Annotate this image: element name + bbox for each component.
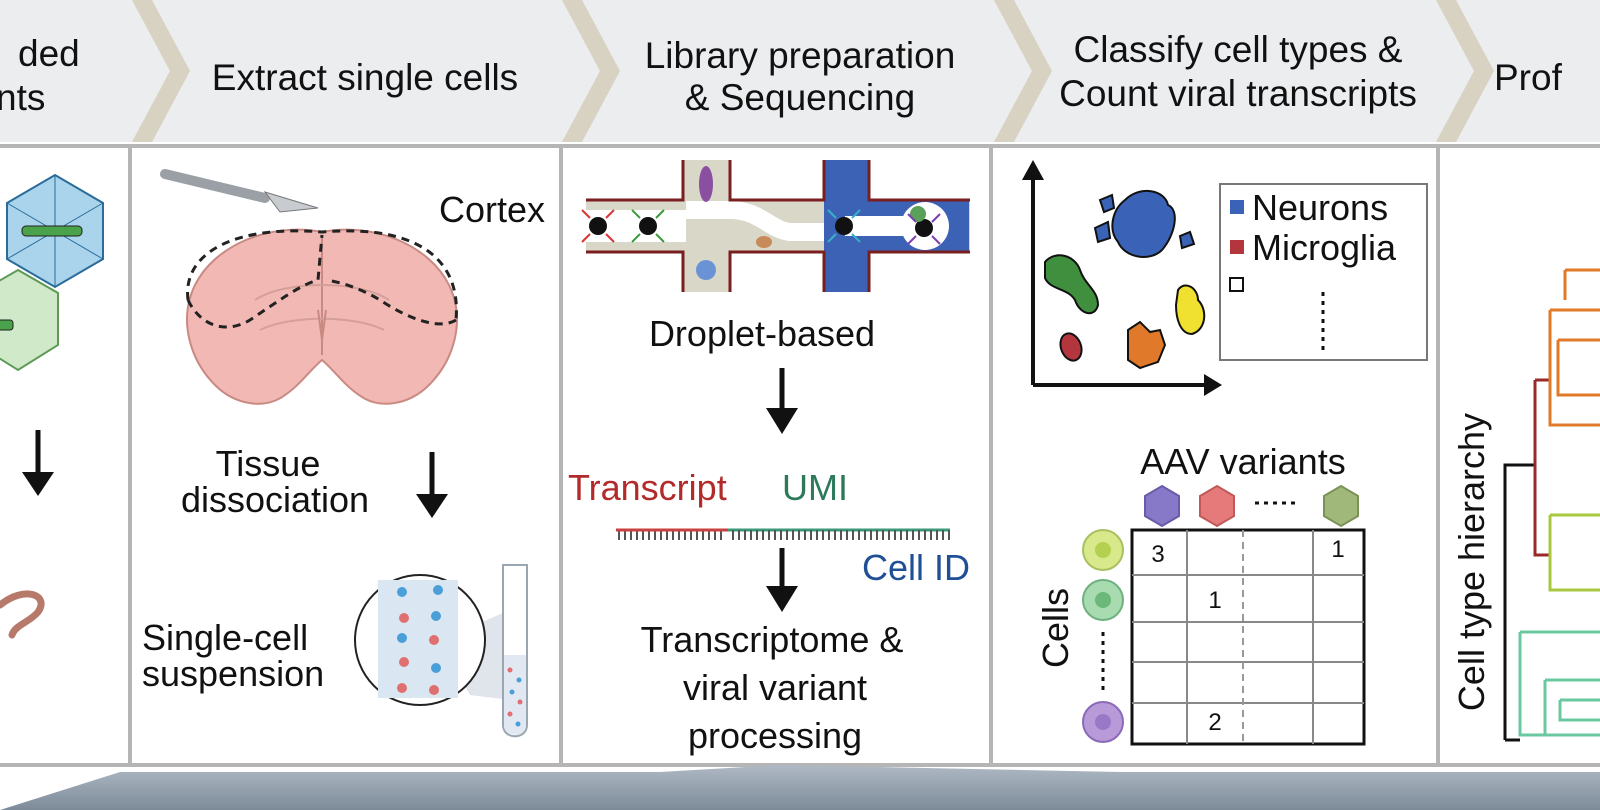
panel-extract: Cortex Tissue dissociation Single-cell s… — [142, 169, 545, 738]
capsid-green-icon — [0, 268, 59, 372]
cluster-orange — [1127, 320, 1167, 370]
barcode-read-icon — [616, 528, 950, 540]
step-3-label-line1: Library preparation — [645, 35, 956, 76]
tissue-label-line2: dissociation — [181, 479, 369, 520]
legend-swatch-other — [1229, 277, 1244, 292]
suspension-label-line1: Single-cell — [142, 617, 308, 658]
bottom-band — [0, 765, 1600, 810]
cells-axis-label: Cells — [1035, 588, 1076, 668]
capsid-olive-icon — [1323, 484, 1359, 528]
cluster-neurons — [1111, 190, 1176, 258]
dendrogram — [1503, 268, 1600, 742]
aav-variants-title: AAV variants — [1140, 441, 1345, 482]
matrix-cell-r1c1: 3 — [1151, 541, 1164, 568]
matrix-cell-r1c4: 1 — [1331, 536, 1344, 563]
cluster-yellow — [1174, 284, 1206, 336]
panel-library: Droplet-based Transcript UMI Cell ID Tra… — [568, 160, 970, 756]
down-arrow-icon — [766, 586, 798, 612]
matrix-cell-r4c2: 2 — [1208, 709, 1221, 736]
magnified-suspension-icon — [354, 574, 510, 706]
axis-arrow-right-icon — [1204, 374, 1222, 396]
cluster-neurons-small-2 — [1093, 220, 1112, 244]
legend-swatch-microglia — [1230, 240, 1244, 254]
capsid-purple-icon — [1144, 484, 1180, 528]
step-5-label: Prof — [1494, 57, 1563, 98]
cluster-green — [1044, 254, 1100, 315]
step-1-label-line2: nts — [0, 77, 45, 118]
axis-arrow-up-icon — [1022, 160, 1044, 180]
bead-green-icon — [631, 209, 665, 243]
matrix-cell-r2c2: 1 — [1208, 587, 1221, 614]
brain-section-icon — [186, 228, 458, 405]
panel-classify: Neurons Microglia AAV variants Cells — [1022, 160, 1428, 746]
process-label-line2: viral variant — [683, 667, 867, 708]
panel-aav-library — [0, 173, 104, 639]
umi-label: UMI — [782, 467, 848, 508]
down-arrow-icon — [22, 472, 54, 496]
step-1-label-line1: ded — [18, 33, 80, 74]
test-tube-icon — [502, 564, 528, 738]
bead-red-icon — [581, 209, 615, 243]
legend-microglia: Microglia — [1252, 227, 1397, 268]
cluster-neurons-small-3 — [1178, 230, 1196, 250]
down-arrow-icon — [766, 408, 798, 434]
bead-purple-icon — [907, 206, 941, 245]
count-matrix: 3 1 1 2 — [1130, 528, 1366, 746]
bead-cyan-icon — [827, 209, 861, 243]
process-label-line3: processing — [688, 715, 862, 756]
panel-profile: Cell type hierarchy — [1451, 268, 1600, 742]
cell-id-label: Cell ID — [862, 547, 970, 588]
down-arrow-icon — [416, 494, 448, 518]
hierarchy-axis-label: Cell type hierarchy — [1451, 413, 1492, 711]
step-4-label-line2: Count viral transcripts — [1059, 73, 1417, 114]
legend-neurons: Neurons — [1252, 187, 1388, 228]
step-2-label: Extract single cells — [212, 57, 518, 98]
step-banner — [0, 0, 1600, 142]
cluster-neurons-small — [1098, 193, 1116, 214]
microfluidic-chip-icon — [581, 160, 970, 292]
cortex-label: Cortex — [439, 189, 545, 230]
cluster-microglia — [1059, 332, 1083, 362]
scatter-axes — [1031, 178, 1208, 387]
scalpel-icon — [160, 169, 319, 213]
suspension-label-line2: suspension — [142, 653, 324, 694]
droplet-label: Droplet-based — [649, 313, 875, 354]
tissue-label-line1: Tissue — [216, 443, 321, 484]
capsid-red-icon — [1199, 484, 1235, 528]
legend-swatch-neurons — [1230, 200, 1244, 214]
step-4-label-line1: Classify cell types & — [1074, 29, 1403, 70]
step-3-label-line2: & Sequencing — [685, 77, 915, 118]
transcript-label: Transcript — [568, 467, 727, 508]
worm-icon — [0, 590, 45, 639]
panel-frames — [0, 144, 1600, 767]
process-label-line1: Transcriptome & — [641, 619, 904, 660]
